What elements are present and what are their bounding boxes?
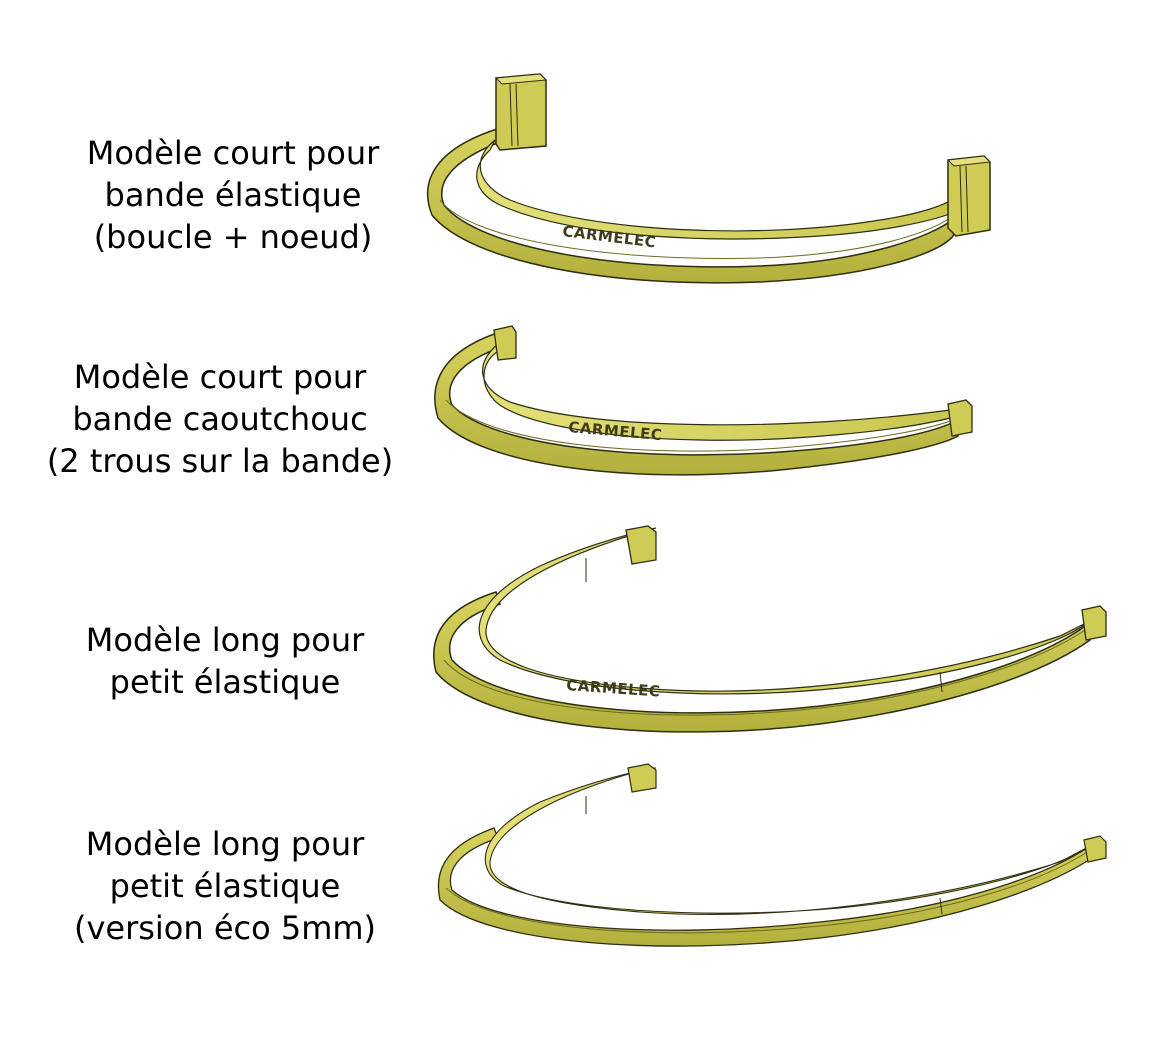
model-4-label-line-1: Modèle long pour (85, 825, 365, 863)
model-3-top-clip (625, 525, 657, 565)
model-3-label: Modèle long pour petit élastique (40, 619, 410, 703)
model-3-outer-band (433, 591, 1091, 733)
model-4-label-line-2: petit élastique (109, 867, 341, 905)
model-3-right-clip (1081, 605, 1107, 641)
model-3-brand-text: CARMELEC (566, 676, 661, 701)
model-1-label-line-3: (boucle + noeud) (93, 218, 373, 256)
model-1-label-line-1: Modèle court pour (86, 134, 380, 172)
model-4-inner-band (484, 767, 1091, 915)
model-3-label-line-1: Modèle long pour (85, 621, 365, 659)
model-2-inner-band (482, 342, 960, 441)
model-2-left-tab (493, 325, 517, 361)
model-1-left-clip (494, 73, 548, 151)
model-2-label-line-1: Modèle court pour (73, 358, 367, 396)
model-1-right-clip (946, 155, 992, 237)
model-2-brand-text: CARMELEC (568, 418, 663, 444)
model-3-inner-band (478, 527, 1089, 695)
model-4-label: Modèle long pour petit élastique (versio… (40, 823, 410, 949)
model-2-label: Modèle court pour bande caoutchouc (2 tr… (30, 356, 410, 482)
model-2-right-tab (947, 399, 973, 437)
model-1-label: Modèle court pour bande élastique (boucl… (48, 132, 418, 258)
model-2-label-line-3: (2 trous sur la bande) (46, 442, 394, 480)
model-1-inner-band (476, 139, 956, 240)
model-4-headband (437, 763, 1107, 947)
model-3-headband: CARMELEC (433, 525, 1107, 733)
model-4-right-clip (1083, 835, 1107, 863)
model-2-headband: CARMELEC (434, 325, 973, 476)
model-1-label-line-2: bande élastique (104, 176, 362, 214)
model-4-top-clip (627, 763, 657, 793)
model-4-outer-band (437, 827, 1093, 947)
model-4-label-line-3: (version éco 5mm) (73, 909, 377, 947)
model-3-label-line-2: petit élastique (109, 663, 341, 701)
model-1-headband: CARMELEC (426, 73, 992, 284)
model-2-outer-band (434, 331, 959, 476)
model-2-label-line-2: bande caoutchouc (72, 400, 368, 438)
